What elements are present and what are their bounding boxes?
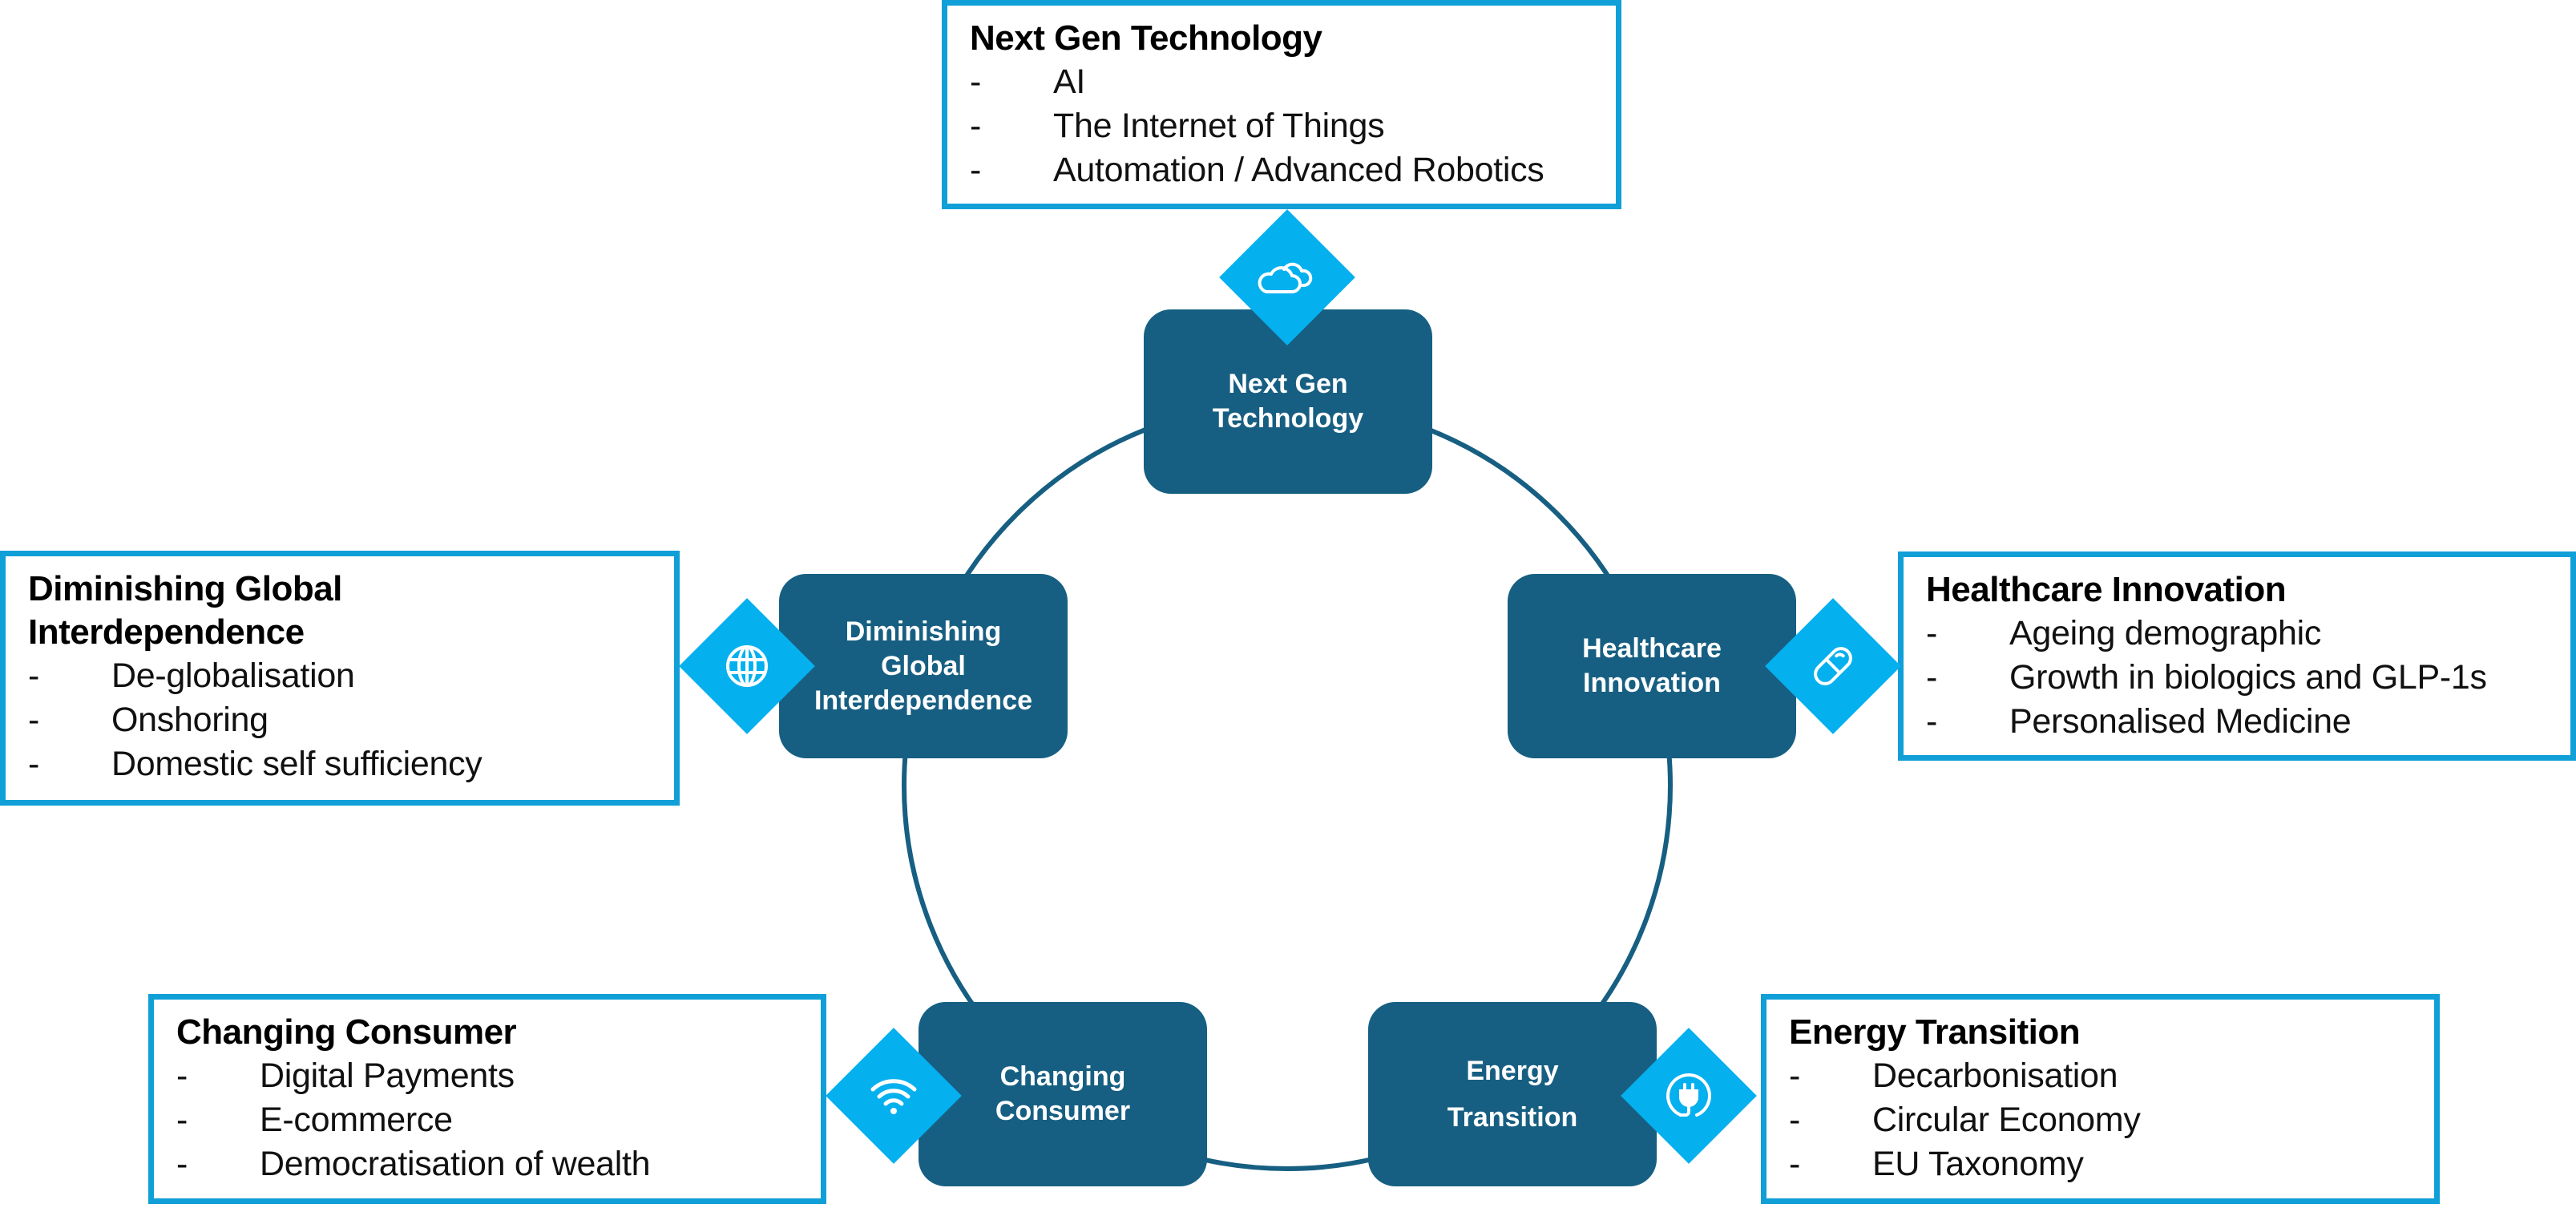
theme-box-title: Changing Consumer xyxy=(176,1012,517,1052)
bullet-dash: - xyxy=(1789,1145,1801,1183)
list-item: - Onshoring xyxy=(28,698,674,742)
bullet-dash: - xyxy=(1789,1056,1801,1095)
list-item-text: Democratisation of wealth xyxy=(260,1145,651,1183)
bullet-dash: - xyxy=(1926,658,1938,697)
bullet-dash: - xyxy=(970,107,982,145)
list-item: - Domestic self sufficiency xyxy=(28,742,674,786)
diamond-badge-next-gen-technology xyxy=(1219,209,1355,345)
wifi-icon xyxy=(870,1079,917,1114)
theme-box-title: Energy Transition xyxy=(1789,1012,2081,1052)
node-label: Changing Consumer xyxy=(995,1061,1131,1126)
theme-box-diminishing-global-interdependence: Diminishing Global Interdependence - De-g… xyxy=(0,551,680,806)
list-item-text: Automation / Advanced Robotics xyxy=(1053,151,1544,189)
list-item: - Circular Economy xyxy=(1789,1098,2434,1142)
list-item-text: Circular Economy xyxy=(1872,1101,2141,1139)
theme-box-list: - De-globalisation - Onshoring - Domestic s… xyxy=(28,654,674,786)
bullet-dash: - xyxy=(970,151,982,189)
globe-icon xyxy=(726,645,768,687)
list-item: - Ageing demographic xyxy=(1926,612,2570,656)
node-changing-consumer: Changing Consumer xyxy=(919,1002,1207,1186)
theme-box-list: - Ageing demographic - Growth in biologics… xyxy=(1926,612,2570,744)
list-item-text: Growth in biologics and GLP-1s xyxy=(2009,658,2487,697)
list-item-text: Onshoring xyxy=(111,701,269,739)
theme-box-list: - Decarbonisation - Circular Economy - EU T… xyxy=(1789,1054,2434,1186)
bullet-dash: - xyxy=(28,745,40,783)
list-item-text: E-commerce xyxy=(260,1101,453,1139)
list-item: - EU Taxonomy xyxy=(1789,1142,2434,1186)
diamond-badge-healthcare-innovation xyxy=(1765,598,1901,734)
diamond-badge-diminishing-global-interdependence xyxy=(679,598,815,734)
theme-box-healthcare-innovation: Healthcare Innovation - Ageing demographi… xyxy=(1898,551,2576,761)
node-healthcare-innovation: Healthcare Innovation xyxy=(1508,574,1796,758)
list-item: - Decarbonisation xyxy=(1789,1054,2434,1098)
list-item: - Personalised Medicine xyxy=(1926,700,2570,744)
bullet-dash: - xyxy=(1926,614,1938,652)
node-label: Healthcare Innovation xyxy=(1582,633,1722,698)
bullet-dash: - xyxy=(176,1056,188,1095)
bullet-dash: - xyxy=(1789,1101,1801,1139)
theme-box-list: - AI - The Internet of Things - Automation … xyxy=(970,60,1616,192)
bullet-dash: - xyxy=(28,657,40,695)
cloud-icon xyxy=(1258,262,1313,293)
theme-box-title: Diminishing Global Interdependence xyxy=(28,569,342,652)
list-item-text: Decarbonisation xyxy=(1872,1056,2118,1095)
theme-box-list: - Digital Payments - E-commerce - Democrati… xyxy=(176,1054,821,1186)
list-item: - Growth in biologics and GLP-1s xyxy=(1926,656,2570,700)
list-item: - De-globalisation xyxy=(28,654,674,698)
list-item-text: The Internet of Things xyxy=(1053,107,1385,145)
diamond-badge-energy-transition xyxy=(1621,1028,1757,1164)
node-label: Next Gen Technology xyxy=(1212,369,1364,434)
list-item-text: AI xyxy=(1053,63,1086,101)
list-item: - AI xyxy=(970,60,1616,104)
list-item: - Automation / Advanced Robotics xyxy=(970,148,1616,192)
pill-icon xyxy=(1814,647,1852,685)
node-diminishing-global-interdependence: Diminishing Global Interdependence xyxy=(779,574,1068,758)
list-item: - E-commerce xyxy=(176,1098,821,1142)
list-item-text: Domestic self sufficiency xyxy=(111,745,482,783)
theme-box-changing-consumer: Changing Consumer - Digital Payments - E-c… xyxy=(148,994,826,1204)
bullet-dash: - xyxy=(970,63,982,101)
theme-box-next-gen-technology: Next Gen Technology - AI - The Internet of… xyxy=(942,0,1621,209)
theme-box-title: Next Gen Technology xyxy=(970,18,1322,58)
list-item-text: EU Taxonomy xyxy=(1872,1145,2084,1183)
bullet-dash: - xyxy=(176,1101,188,1139)
node-label: Energy Transition xyxy=(1447,1056,1578,1133)
list-item-text: De-globalisation xyxy=(111,657,355,695)
list-item-text: Digital Payments xyxy=(260,1056,515,1095)
bullet-dash: - xyxy=(1926,702,1938,741)
list-item: - Democratisation of wealth xyxy=(176,1142,821,1186)
plug-icon xyxy=(1666,1073,1711,1117)
node-energy-transition: Energy Transition xyxy=(1368,1002,1657,1186)
list-item-text: Ageing demographic xyxy=(2009,614,2322,652)
list-item: - Digital Payments xyxy=(176,1054,821,1098)
node-label: Diminishing Global Interdependence xyxy=(814,616,1033,716)
theme-box-energy-transition: Energy Transition - Decarbonisation - Circ… xyxy=(1761,994,2440,1204)
diamond-badge-changing-consumer xyxy=(826,1028,962,1164)
list-item-text: Personalised Medicine xyxy=(2009,702,2352,741)
list-item: - The Internet of Things xyxy=(970,104,1616,148)
bullet-dash: - xyxy=(28,701,40,739)
theme-box-title: Healthcare Innovation xyxy=(1926,570,2287,609)
bullet-dash: - xyxy=(176,1145,188,1183)
